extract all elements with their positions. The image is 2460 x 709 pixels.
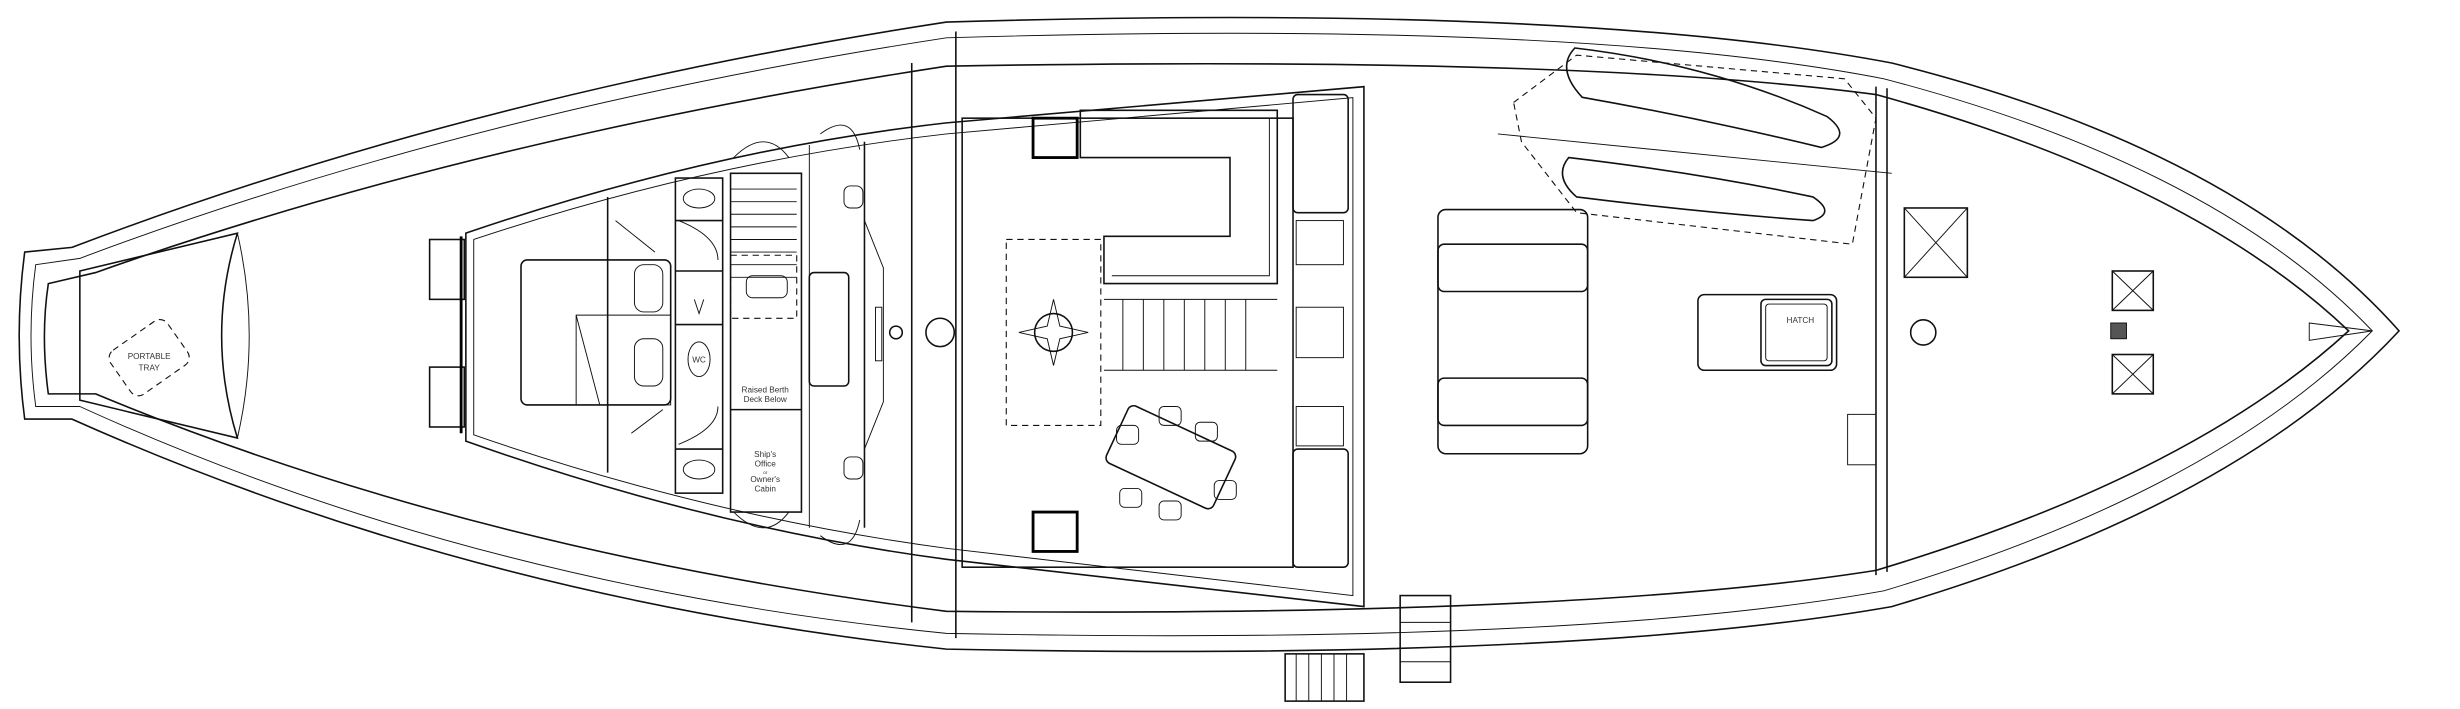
- stern-lounge: PORTABLE TRAY: [79, 232, 250, 440]
- dining-table: [1105, 405, 1237, 510]
- hull-outline: [18, 16, 2401, 653]
- office-label: Ship's: [754, 450, 776, 459]
- portable-tray: [108, 318, 190, 397]
- sink-icon: [682, 188, 716, 209]
- office-label-or: or: [763, 470, 768, 476]
- boarding-steps: [1284, 594, 1452, 702]
- portable-tray-label: PORTABLE: [128, 352, 171, 361]
- wc-label: WC: [692, 355, 706, 364]
- helm-area: [733, 124, 956, 545]
- raised-berth-label: Raised Berth: [742, 385, 790, 394]
- foredeck-seating: HATCH: [1437, 208, 1838, 455]
- compass-rose-icon: [1033, 312, 1074, 353]
- toilet-icon: [687, 341, 711, 378]
- rug: [1005, 238, 1102, 426]
- pillow: [633, 264, 664, 313]
- dining-chairs: [1116, 406, 1237, 521]
- master-cabin: [520, 196, 719, 473]
- portable-tray-label-2: TRAY: [139, 363, 161, 372]
- sink-icon: [682, 459, 716, 480]
- hatch: [1760, 298, 1833, 367]
- tender-dinghy: [1497, 47, 1892, 245]
- main-saloon: [961, 93, 1349, 568]
- berth: [520, 259, 672, 406]
- office-label-3: Owner's: [750, 475, 780, 484]
- office-label-4: Cabin: [755, 485, 777, 494]
- office-area: Raised Berth Deck Below Ship's Office or…: [729, 172, 803, 513]
- raised-berth-label-2: Deck Below: [744, 395, 787, 404]
- office-label-2: Office: [755, 459, 777, 468]
- cabin-house: [428, 85, 1365, 608]
- heads: WC: [674, 177, 724, 494]
- pillow: [633, 338, 664, 387]
- hatch-label: HATCH: [1787, 316, 1815, 325]
- bow-fittings: [1847, 207, 2155, 466]
